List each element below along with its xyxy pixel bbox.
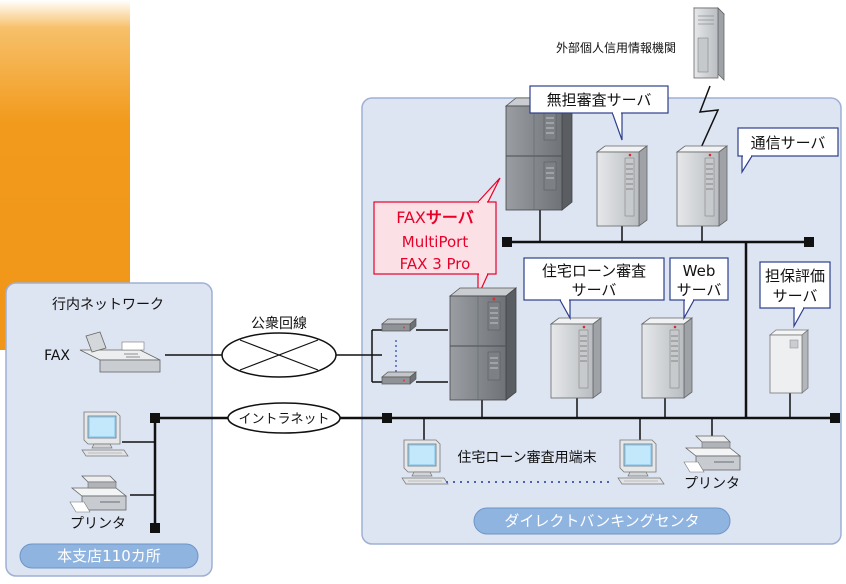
center-printer-label: プリンタ bbox=[684, 476, 740, 492]
branch-printer-label: プリンタ bbox=[70, 516, 126, 532]
web-server-icon bbox=[641, 317, 693, 399]
bus-terminator bbox=[804, 237, 814, 247]
fax-server-tower-icon bbox=[449, 287, 517, 401]
web-server-label1: Web bbox=[683, 262, 716, 280]
unsecured-tower-icon bbox=[505, 97, 573, 211]
communication-server-icon bbox=[676, 145, 728, 227]
housing-loan-callout bbox=[523, 257, 665, 321]
fax-machine-icon bbox=[79, 331, 161, 373]
unsecured-review-label: 無担審査サーバ bbox=[547, 91, 652, 109]
modem-icon bbox=[381, 371, 417, 385]
unsecured-server-icon bbox=[596, 145, 648, 227]
fax-server-callout bbox=[373, 177, 501, 297]
fax-label: FAX bbox=[44, 348, 70, 364]
branch-network-label: 行内ネットワーク bbox=[52, 297, 164, 313]
housing-loan-terminal-label: 住宅ローン審査用端末 bbox=[457, 450, 596, 466]
external-server-icon bbox=[693, 7, 725, 81]
unsecured-review-callout bbox=[529, 85, 669, 141]
public-line-label: 公衆回線 bbox=[251, 316, 307, 332]
intranet-cloud-icon bbox=[227, 402, 341, 434]
collateral-server-label2: サーバ bbox=[773, 287, 818, 305]
intranet-label: イントラネット bbox=[238, 412, 329, 427]
fax-server-label: FAXサーバ bbox=[396, 208, 473, 227]
branch-count-label: 本支店110カ所 bbox=[57, 547, 161, 565]
external-credit-label: 外部個人信用情報機関 bbox=[556, 40, 676, 55]
lightning-link-icon bbox=[698, 85, 720, 151]
housing-loan-server-icon bbox=[550, 317, 602, 399]
web-server-label2: サーバ bbox=[677, 281, 722, 299]
communication-server-label: 通信サーバ bbox=[751, 134, 826, 152]
housing-loan-server-label1: 住宅ローン審査 bbox=[542, 262, 646, 280]
fax-product-line1: MultiPort bbox=[402, 233, 469, 251]
public-line-icon bbox=[221, 332, 337, 378]
collateral-server-label1: 担保評価 bbox=[765, 267, 825, 285]
modem-icon bbox=[381, 318, 417, 332]
direct-banking-center-label: ダイレクトバンキングセンタ bbox=[504, 512, 699, 530]
fax-product-line2: FAX 3 Pro bbox=[400, 255, 471, 273]
web-server-callout bbox=[669, 257, 729, 321]
housing-loan-server-label2: サーバ bbox=[572, 281, 617, 299]
collateral-server-icon bbox=[768, 329, 810, 394]
branch-count-pill bbox=[19, 543, 199, 569]
communication-callout bbox=[737, 127, 839, 175]
direct-banking-center-pill bbox=[473, 507, 731, 535]
collateral-callout bbox=[759, 261, 831, 329]
bus-terminator bbox=[502, 237, 512, 247]
